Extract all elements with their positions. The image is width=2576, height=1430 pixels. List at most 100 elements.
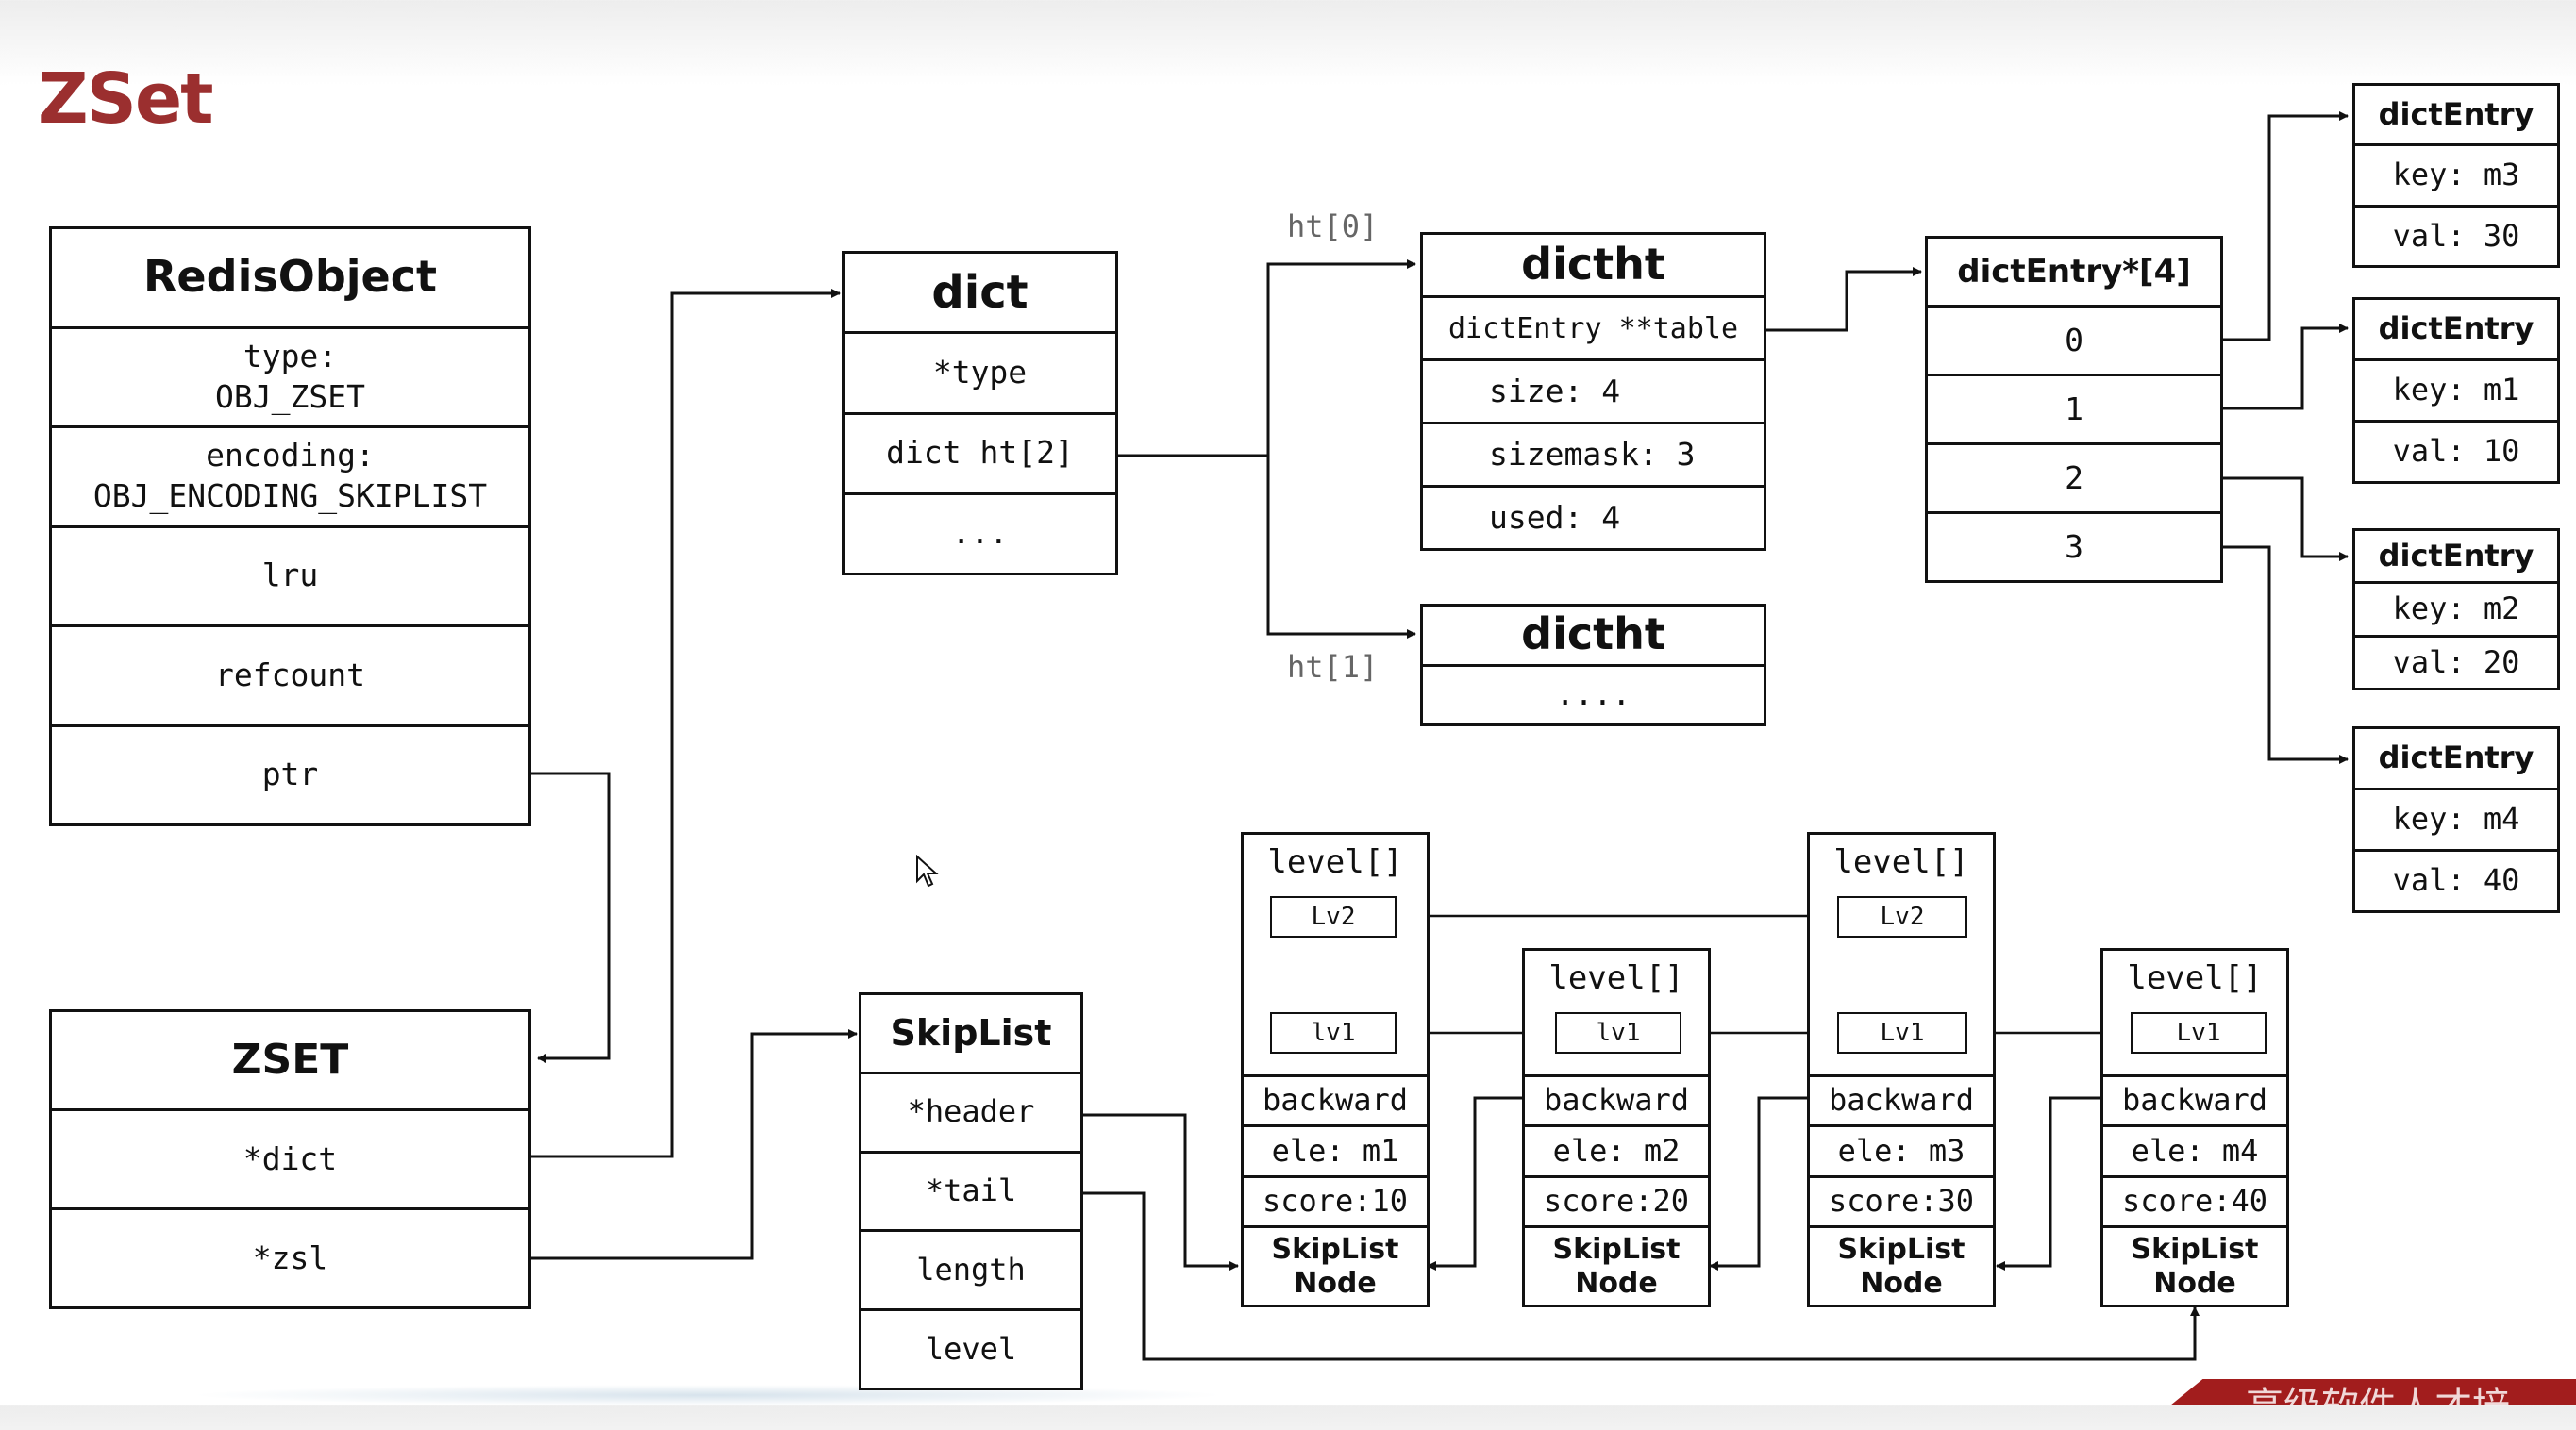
dictht0-size-cell: size: 4: [1423, 358, 1764, 422]
lru-cell: lru: [52, 524, 528, 625]
arrow-tail-to-node4: [1083, 1191, 2200, 1361]
dict-entry-header: dictEntry: [2378, 740, 2534, 776]
node-type-line1: SkipList: [1552, 1232, 1681, 1266]
arrow-zset-zsl-to-skiplist: [529, 1029, 858, 1260]
node1-lv1: lv1: [1270, 1012, 1397, 1054]
ht0-label: ht[0]: [1287, 208, 1379, 244]
node3-ele: ele: m3: [1810, 1124, 1993, 1174]
arrow-slot1: [2223, 324, 2349, 410]
dict-entry-header: dictEntry: [2378, 95, 2534, 132]
dictht0-header: dictht: [1521, 239, 1665, 291]
arrow-ht0: [1266, 259, 1416, 456]
zset-zsl-cell: *zsl: [52, 1207, 528, 1306]
dict-header: dict: [931, 265, 1029, 319]
dict-entry-val: val: 10: [2355, 420, 2557, 481]
entry-array-slot-2: 2: [1928, 442, 2220, 511]
node3-backward: backward: [1828, 1082, 1975, 1119]
dictht1-more-cell: ....: [1423, 663, 1764, 724]
encoding-value: OBJ_ENCODING_SKIPLIST: [92, 477, 488, 515]
dictht0-used-cell: used: 4: [1423, 485, 1764, 548]
node-type-line2: Node: [1294, 1266, 1377, 1300]
node-type-line1: SkipList: [1271, 1232, 1399, 1266]
dictht0-box: dictht dictEntry **table size: 4 sizemas…: [1420, 232, 1766, 551]
skiplist-length: length: [861, 1229, 1080, 1308]
entry-array-slot-0: 0: [1928, 305, 2220, 374]
dict-type-cell: *type: [845, 331, 1115, 411]
node4-score: score:40: [2103, 1174, 2286, 1225]
node1-lv2: Lv2: [1270, 896, 1397, 938]
node4-ele: ele: m4: [2103, 1124, 2286, 1174]
skiplist-header-ptr: *header: [861, 1071, 1080, 1151]
entry-array-slot-3: 3: [1928, 511, 2220, 580]
node2-ele: ele: m2: [1525, 1124, 1708, 1174]
dict-entry-val: val: 30: [2355, 204, 2557, 265]
node1-type: SkipList Node: [1244, 1225, 1427, 1305]
node3-lv2: Lv2: [1837, 896, 1967, 938]
dict-more-cell: ...: [845, 491, 1115, 573]
node3-level-label: level[]: [1833, 843, 1969, 881]
arrow-slot0: [2223, 111, 2349, 341]
redis-object-type-cell: type: OBJ_ZSET: [52, 325, 528, 426]
skiplist-header: SkipList: [890, 1011, 1052, 1054]
node1-level-label: level[]: [1267, 843, 1403, 881]
skiplist-box: SkipList *header *tail length level: [859, 992, 1083, 1390]
entry-array-slot-1: 1: [1928, 374, 2220, 442]
arrow-slot3: [2223, 545, 2349, 764]
arrow-slot2: [2223, 476, 2349, 561]
redis-object-encoding-cell: encoding: OBJ_ENCODING_SKIPLIST: [52, 425, 528, 525]
dictht0-table-cell: dictEntry **table: [1423, 295, 1764, 358]
encoding-label: encoding:: [206, 437, 375, 474]
skiplist-level: level: [861, 1308, 1080, 1388]
dictht1-header: dictht: [1521, 608, 1665, 660]
dict-entry-m1: dictEntry key: m1 val: 10: [2352, 297, 2560, 484]
node4-type: SkipList Node: [2103, 1225, 2286, 1305]
refcount-cell: refcount: [52, 624, 528, 724]
node-type-line2: Node: [2153, 1266, 2236, 1300]
zset-box: ZSET *dict *zsl: [49, 1009, 531, 1309]
node4-backward: backward: [2121, 1082, 2268, 1119]
dict-ht-cell: dict ht[2]: [845, 411, 1115, 492]
dict-entry-val: val: 40: [2355, 849, 2557, 910]
skiplist-tail-ptr: *tail: [861, 1150, 1080, 1230]
arrow-ht1: [1266, 456, 1416, 639]
entry-array-box: dictEntry*[4] 0 1 2 3: [1925, 236, 2223, 583]
node-type-line2: Node: [1575, 1266, 1658, 1300]
arrow-ptr-to-zset: [529, 772, 611, 1063]
dict-entry-m4: dictEntry key: m4 val: 40: [2352, 726, 2560, 913]
node-type-line1: SkipList: [2131, 1232, 2259, 1266]
dict-entry-header: dictEntry: [2378, 537, 2534, 574]
node2-type: SkipList Node: [1525, 1225, 1708, 1305]
dictht0-sizemask-cell: sizemask: 3: [1423, 422, 1764, 485]
dict-entry-val: val: 20: [2355, 634, 2557, 688]
dict-entry-key: key: m4: [2355, 788, 2557, 849]
node1-backward: backward: [1262, 1082, 1409, 1119]
node1-score: score:10: [1244, 1174, 1427, 1225]
arrow-zset-dict-to-dict: [529, 289, 841, 1158]
brand-banner-text: 高级软件人才培: [2246, 1385, 2510, 1428]
arrow-backward-node4: [1996, 1096, 2103, 1271]
brand-banner: 高级软件人才培: [2170, 1379, 2576, 1405]
redis-object-header: RedisObject: [143, 251, 437, 303]
node2-body: backward ele: m2 score:20 SkipList Node: [1522, 1074, 1711, 1307]
dict-box: dict *type dict ht[2] ...: [842, 251, 1118, 575]
node3-lv1: Lv1: [1837, 1012, 1967, 1054]
dict-entry-header: dictEntry: [2378, 310, 2534, 347]
dict-entry-key: key: m1: [2355, 358, 2557, 420]
node2-level-label: level[]: [1548, 959, 1684, 997]
node3-score: score:30: [1810, 1174, 1993, 1225]
arrow-table-to-array: [1766, 267, 1922, 332]
node-type-line1: SkipList: [1837, 1232, 1965, 1266]
dictht1-box: dictht ....: [1420, 604, 1766, 726]
dict-entry-key: key: m2: [2355, 581, 2557, 634]
arrow-backward-node2: [1427, 1096, 1524, 1271]
zset-dict-cell: *dict: [52, 1108, 528, 1207]
type-value: OBJ_ZSET: [215, 377, 365, 415]
dict-entry-key: key: m3: [2355, 143, 2557, 204]
dict-entry-m3: dictEntry key: m3 val: 30: [2352, 83, 2560, 268]
node3-body: backward ele: m3 score:30 SkipList Node: [1807, 1074, 1996, 1307]
dict-entry-m2: dictEntry key: m2 val: 20: [2352, 528, 2560, 690]
node4-body: backward ele: m4 score:40 SkipList Node: [2100, 1074, 2289, 1307]
ht1-label: ht[1]: [1287, 649, 1379, 685]
node2-backward: backward: [1543, 1082, 1690, 1119]
